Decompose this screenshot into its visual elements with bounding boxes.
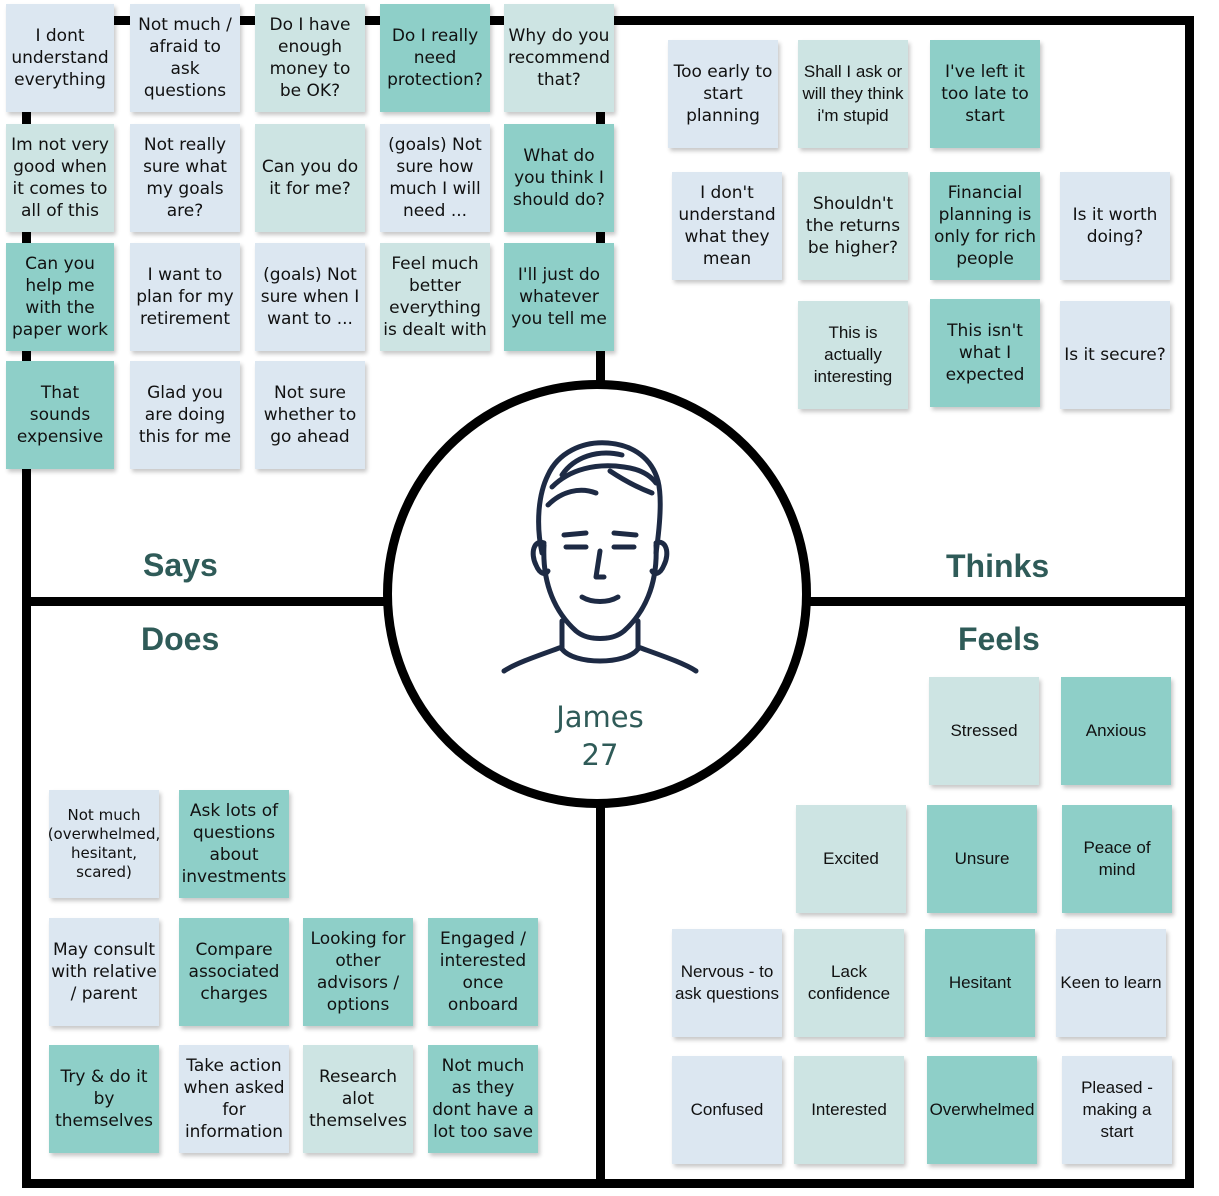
sticky-note: Not much as they dont have a lot too sav… (428, 1045, 538, 1153)
sticky-note: Feel much better everything is dealt wit… (380, 243, 490, 351)
sticky-note: Take action when asked for information (179, 1045, 289, 1153)
person-face-icon (501, 440, 699, 674)
sticky-note: Hesitant (925, 929, 1035, 1037)
sticky-note: Not much (overwhelmed, hesitant, scared) (48, 790, 160, 898)
sticky-note: Pleased - making a start (1062, 1056, 1172, 1164)
sticky-note: Not really sure what my goals are? (130, 124, 240, 232)
sticky-note: Lack confidence (794, 929, 904, 1037)
sticky-note: What do you think I should do? (504, 124, 614, 232)
sticky-note: May consult with relative / parent (49, 918, 159, 1026)
sticky-note: Try & do it by themselves (49, 1045, 159, 1153)
sticky-note: Too early to start planning (668, 40, 778, 148)
thinks-label: Thinks (946, 548, 1050, 584)
sticky-note: That sounds expensive (6, 361, 114, 469)
sticky-note: Looking for other advisors / options (303, 918, 413, 1026)
sticky-note: Shall I ask or will they think i'm stupi… (798, 40, 908, 148)
sticky-note: Nervous - to ask questions (672, 929, 782, 1037)
persona-age: 27 (581, 738, 619, 772)
sticky-note: Glad you are doing this for me (130, 361, 240, 469)
sticky-note: Confused (672, 1056, 782, 1164)
sticky-note: Keen to learn (1056, 929, 1166, 1037)
sticky-note: Unsure (927, 805, 1037, 913)
sticky-note: Interested (794, 1056, 904, 1164)
sticky-note: I dont understand everything (6, 4, 114, 112)
sticky-note: Why do you recommend that? (504, 4, 614, 112)
says-label: Says (143, 547, 218, 583)
sticky-note: I've left it too late to start (930, 40, 1040, 148)
sticky-note: Overwhelmed (927, 1056, 1037, 1164)
sticky-note: Compare associated charges (179, 918, 289, 1026)
sticky-note: Anxious (1061, 677, 1171, 785)
sticky-note: Shouldn't the returns be higher? (798, 172, 908, 280)
feels-label: Feels (958, 621, 1040, 657)
sticky-note: This is actually interesting (798, 301, 908, 409)
sticky-note: Do I have enough money to be OK? (255, 4, 365, 112)
sticky-note: Financial planning is only for rich peop… (930, 172, 1040, 280)
sticky-note: Im not very good when it comes to all of… (6, 124, 114, 232)
sticky-note: Can you do it for me? (255, 124, 365, 232)
sticky-note: Is it worth doing? (1060, 172, 1170, 280)
sticky-note: Not much / afraid to ask questions (130, 4, 240, 112)
sticky-note: I want to plan for my retirement (130, 243, 240, 351)
sticky-note: Is it secure? (1060, 301, 1170, 409)
sticky-note: Engaged / interested once onboard (428, 918, 538, 1026)
sticky-note: Can you help me with the paper work (6, 243, 114, 351)
sticky-note: I'll just do whatever you tell me (504, 243, 614, 351)
sticky-note: (goals) Not sure when I want to ... (255, 243, 365, 351)
sticky-note: Excited (796, 805, 906, 913)
sticky-note: Peace of mind (1062, 805, 1172, 913)
persona-circle (383, 380, 811, 808)
sticky-note: (goals) Not sure how much I will need ..… (380, 124, 490, 232)
sticky-note: Stressed (929, 677, 1039, 785)
sticky-note: Research alot themselves (303, 1045, 413, 1153)
sticky-note: Do I really need protection? (380, 4, 490, 112)
frame-bottom-border (22, 1179, 1194, 1188)
sticky-note: Ask lots of questions about investments (179, 790, 289, 898)
does-label: Does (141, 621, 220, 657)
persona-name: James (556, 700, 644, 734)
sticky-note: This isn't what I expected (930, 299, 1040, 407)
sticky-note: Not sure whether to go ahead (255, 361, 365, 469)
sticky-note: I don't understand what they mean (672, 172, 782, 280)
